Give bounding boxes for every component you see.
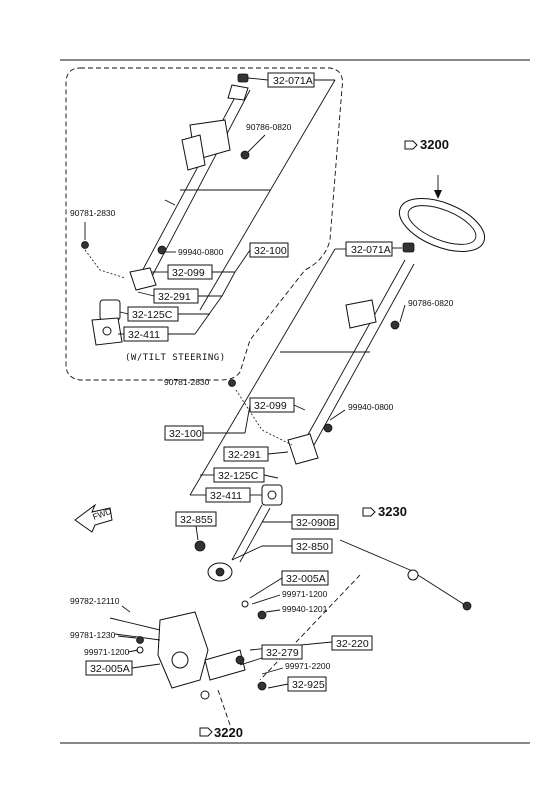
svg-text:90786-0820: 90786-0820: [408, 298, 454, 308]
linkage-drawing: [339, 539, 472, 611]
tilt-label-column[interactable]: 32-100: [180, 189, 289, 258]
svg-text:32-855: 32-855: [180, 514, 213, 526]
tilt-column-drawing: [81, 73, 251, 346]
svg-text:32-071A: 32-071A: [273, 75, 313, 87]
lower-label-washer-r2[interactable]: 99971-2200: [261, 661, 331, 675]
std-label-joint[interactable]: 32-099: [249, 397, 306, 413]
lower-label-gear-right-box[interactable]: 32-005A: [249, 570, 329, 599]
tilt-label-nut[interactable]: 99940-0800: [166, 247, 224, 257]
svg-text:99940-0800: 99940-0800: [178, 247, 224, 257]
tilt-label-clamp[interactable]: 32-291: [137, 288, 199, 304]
lower-label-washer-r1[interactable]: 99971-1200: [251, 589, 328, 605]
svg-text:32-411: 32-411: [210, 490, 242, 502]
svg-text:32-100: 32-100: [254, 245, 287, 257]
svg-text:32-125C: 32-125C: [218, 470, 259, 482]
ref-steering-gear[interactable]: 3220: [199, 725, 243, 740]
svg-text:99971-1200: 99971-1200: [84, 647, 130, 657]
svg-text:32-071A: 32-071A: [351, 244, 391, 256]
svg-text:99940-0800: 99940-0800: [348, 402, 394, 412]
steering-gear-drawing: [109, 600, 267, 700]
tilt-label-joint[interactable]: 32-099: [152, 264, 213, 280]
tilt-group-outline: [65, 67, 343, 381]
svg-text:32-850: 32-850: [296, 541, 329, 553]
svg-text:32-291: 32-291: [158, 291, 191, 303]
svg-text:32-005A: 32-005A: [286, 573, 326, 585]
lower-label-boot[interactable]: 32-855: [175, 511, 217, 541]
tilt-label-plate[interactable]: 32-411: [118, 326, 169, 342]
svg-text:90786-0820: 90786-0820: [246, 122, 292, 132]
svg-text:90781-2830: 90781-2830: [70, 208, 116, 218]
svg-text:32-279: 32-279: [266, 647, 299, 659]
svg-text:99971-1200: 99971-1200: [282, 589, 328, 599]
svg-text:32-099: 32-099: [254, 400, 287, 412]
svg-text:32-099: 32-099: [172, 267, 205, 279]
svg-text:32-220: 32-220: [336, 638, 369, 650]
svg-text:99781-1230: 99781-1230: [70, 630, 116, 640]
std-column-drawing: [228, 242, 415, 506]
svg-text:32-411: 32-411: [128, 329, 160, 341]
lower-label-nut-r1[interactable]: 99940-1201: [265, 604, 328, 614]
lower-label-shaft[interactable]: 32-090B: [262, 514, 339, 530]
svg-text:32-090B: 32-090B: [296, 517, 336, 529]
svg-text:32-291: 32-291: [228, 449, 261, 461]
svg-text:32-100: 32-100: [169, 428, 202, 440]
lower-label-bolt-short[interactable]: 99781-1230: [70, 630, 137, 640]
ref-steering-linkage[interactable]: 3230: [362, 504, 407, 519]
ref-3230-label: 3230: [378, 504, 407, 519]
ref-3200-label: 3200: [420, 137, 449, 152]
tilt-note: (W/TILT STEERING): [125, 353, 226, 363]
ref-3220-label: 3220: [214, 725, 243, 740]
std-label-nut[interactable]: 99940-0800: [329, 402, 394, 421]
std-label-col-top[interactable]: 32-071A: [345, 241, 402, 257]
lower-label-gear-left-box[interactable]: 32-005A: [85, 660, 161, 676]
tilt-label-col-top[interactable]: 32-071A: [247, 72, 315, 88]
lower-shaft-drawing: [194, 504, 271, 582]
svg-text:32-125C: 32-125C: [132, 309, 173, 321]
tilt-label-cover[interactable]: 32-125C: [119, 306, 179, 322]
ref-steering-wheel[interactable]: 3200: [404, 137, 449, 152]
lower-label-pitman[interactable]: 32-279: [239, 644, 303, 666]
lower-label-washer-l[interactable]: 99971-1200: [84, 647, 139, 657]
std-label-bolt-top[interactable]: 90786-0820: [399, 298, 454, 323]
lower-label-bolt-long[interactable]: 99782-12110: [70, 596, 131, 613]
svg-text:32-925: 32-925: [292, 679, 325, 691]
svg-text:90781-2830: 90781-2830: [164, 377, 210, 387]
lower-label-coupling[interactable]: 32-850: [231, 538, 333, 561]
std-label-column[interactable]: 32-100: [164, 425, 204, 441]
svg-text:99971-2200: 99971-2200: [285, 661, 331, 671]
lower-label-nut-r2[interactable]: 32-925: [267, 676, 327, 692]
svg-text:99940-1201: 99940-1201: [282, 604, 328, 614]
svg-text:99782-12110: 99782-12110: [70, 596, 120, 606]
svg-text:32-005A: 32-005A: [90, 663, 130, 675]
std-label-plate[interactable]: 32-411: [205, 487, 262, 503]
std-label-cover[interactable]: 32-125C: [213, 467, 279, 483]
tilt-label-bolt-side[interactable]: 90781-2830: [70, 208, 126, 279]
std-label-clamp[interactable]: 32-291: [223, 446, 289, 462]
std-label-bolt-side[interactable]: 90781-2830: [164, 377, 293, 446]
tilt-label-bolt-top[interactable]: 90786-0820: [246, 122, 292, 153]
steering-wheel-drawing: [398, 175, 486, 252]
fwd-arrow: FWD: [74, 503, 113, 533]
